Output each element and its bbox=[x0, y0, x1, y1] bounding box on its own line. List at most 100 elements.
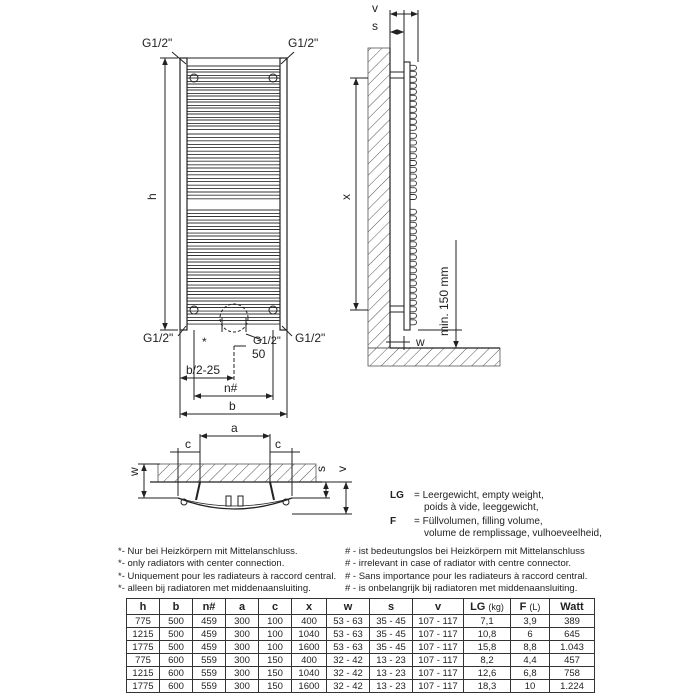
radiator-tube bbox=[186, 294, 281, 299]
radiator-tube bbox=[186, 187, 281, 193]
table-cell: 1600 bbox=[291, 679, 327, 693]
col-lg: LG (kg) bbox=[463, 598, 511, 615]
table-cell: 10,8 bbox=[463, 627, 511, 641]
table-cell: 150 bbox=[258, 666, 292, 680]
front-dim-50-label: 50 bbox=[252, 347, 266, 361]
side-tube bbox=[410, 88, 417, 95]
table-cell: 107 - 117 bbox=[412, 653, 464, 667]
table-cell: 35 - 45 bbox=[369, 640, 413, 654]
table-cell: 775 bbox=[126, 614, 160, 628]
side-dim-min-label: min. 150 mm bbox=[437, 267, 451, 336]
radiator-tube bbox=[186, 268, 281, 273]
side-tube bbox=[410, 247, 417, 254]
radiator-tube bbox=[186, 140, 281, 145]
col-h: h bbox=[126, 598, 160, 615]
front-dim-h-label: h bbox=[145, 193, 159, 200]
radiator-tube bbox=[186, 274, 281, 280]
col-w: w bbox=[326, 598, 370, 615]
table-cell: 500 bbox=[159, 614, 193, 628]
radiator-tube bbox=[186, 313, 281, 319]
side-tube bbox=[410, 299, 417, 306]
table-cell: 8,2 bbox=[463, 653, 511, 667]
side-dim-v-label: v bbox=[372, 1, 378, 15]
table-cell: 100 bbox=[258, 614, 292, 628]
side-tube bbox=[410, 173, 417, 180]
table-cell: 107 - 117 bbox=[412, 679, 464, 693]
radiator-tube bbox=[186, 153, 281, 159]
top-dim-c-right-label: c bbox=[275, 437, 281, 451]
side-tube bbox=[410, 286, 417, 293]
side-tube bbox=[410, 139, 417, 146]
table-cell: 300 bbox=[225, 679, 259, 693]
table-cell: 53 - 63 bbox=[326, 627, 370, 641]
note-left-de: *- Nur bei Heizkörpern mit Mittelanschlu… bbox=[118, 546, 298, 557]
table-cell: 13 - 23 bbox=[369, 666, 413, 680]
front-connection-bottom-left-label: G1/2" bbox=[143, 331, 173, 345]
side-tube bbox=[410, 64, 417, 71]
table-cell: 32 - 42 bbox=[326, 666, 370, 680]
side-tube bbox=[410, 166, 417, 173]
radiator-tube bbox=[186, 71, 281, 77]
table-cell: 1600 bbox=[291, 640, 327, 654]
radiator-tube bbox=[186, 194, 281, 200]
front-connection-bottom-right-label: G1/2" bbox=[295, 331, 325, 345]
table-cell: 600 bbox=[159, 653, 193, 667]
front-center-connection-label: G1/2" bbox=[253, 335, 281, 347]
front-dim-b-label: b bbox=[229, 399, 236, 413]
col-x: x bbox=[291, 598, 327, 615]
radiator-tube bbox=[186, 300, 281, 306]
legend-f-line-2: volume de remplissage, vulhoeveelheid, bbox=[424, 528, 602, 539]
table-cell: 18,3 bbox=[463, 679, 511, 693]
table-cell: 459 bbox=[192, 614, 226, 628]
side-tube bbox=[410, 70, 417, 77]
side-tube bbox=[410, 194, 417, 200]
side-view: v s x min. 150 mm w bbox=[339, 1, 501, 367]
side-tube bbox=[410, 208, 417, 215]
legend-entry-f: F = Füllvolumen, filling volume, volume … bbox=[390, 516, 690, 540]
side-tube bbox=[410, 241, 417, 248]
radiator-tube bbox=[186, 147, 281, 152]
radiator-tube bbox=[186, 113, 281, 119]
legend: LG = Leergewicht, empty weight, poids à … bbox=[390, 490, 690, 540]
radiator-tube bbox=[186, 222, 281, 228]
table-cell: 1040 bbox=[291, 627, 327, 641]
table-cell: 35 - 45 bbox=[369, 614, 413, 628]
side-tube bbox=[410, 100, 417, 107]
radiator-tube bbox=[186, 125, 281, 131]
radiator-tube bbox=[186, 119, 281, 125]
table-cell: 107 - 117 bbox=[412, 666, 464, 680]
side-tube bbox=[410, 187, 417, 194]
table-cell: 300 bbox=[225, 666, 259, 680]
table-cell: 1040 bbox=[291, 666, 327, 680]
radiator-tube bbox=[186, 167, 281, 173]
side-tube bbox=[410, 306, 417, 313]
table-cell: 559 bbox=[192, 653, 226, 667]
top-dim-a-label: a bbox=[231, 421, 238, 435]
top-dim-c-left-label: c bbox=[185, 437, 191, 451]
col-f: F (L) bbox=[510, 598, 550, 615]
table-cell: 53 - 63 bbox=[326, 614, 370, 628]
radiator-tube bbox=[186, 83, 281, 89]
side-tube bbox=[410, 82, 417, 89]
table-cell: 775 bbox=[126, 653, 160, 667]
side-tube bbox=[410, 234, 417, 241]
table-cell: 457 bbox=[549, 653, 595, 667]
table-cell: 1215 bbox=[126, 666, 160, 680]
table-cell: 559 bbox=[192, 666, 226, 680]
front-view: G1/2" G1/2" G1/2" G1/2" h 50 G1/2" * b/2… bbox=[142, 36, 325, 418]
side-tube bbox=[410, 118, 417, 125]
radiator-tube bbox=[186, 101, 281, 107]
side-tube bbox=[410, 146, 417, 153]
table-cell: 500 bbox=[159, 627, 193, 641]
spec-table-header-row: h b n# a c x w s v LG (kg) F (L) Watt bbox=[126, 598, 595, 615]
col-c: c bbox=[258, 598, 292, 615]
top-view: a c c w s v bbox=[127, 421, 352, 515]
table-cell: 100 bbox=[258, 627, 292, 641]
table-cell: 1.043 bbox=[549, 640, 595, 654]
top-dim-s-label: s bbox=[314, 466, 328, 472]
side-tube bbox=[410, 280, 417, 287]
side-tube bbox=[410, 273, 417, 280]
table-cell: 1.224 bbox=[549, 679, 595, 693]
